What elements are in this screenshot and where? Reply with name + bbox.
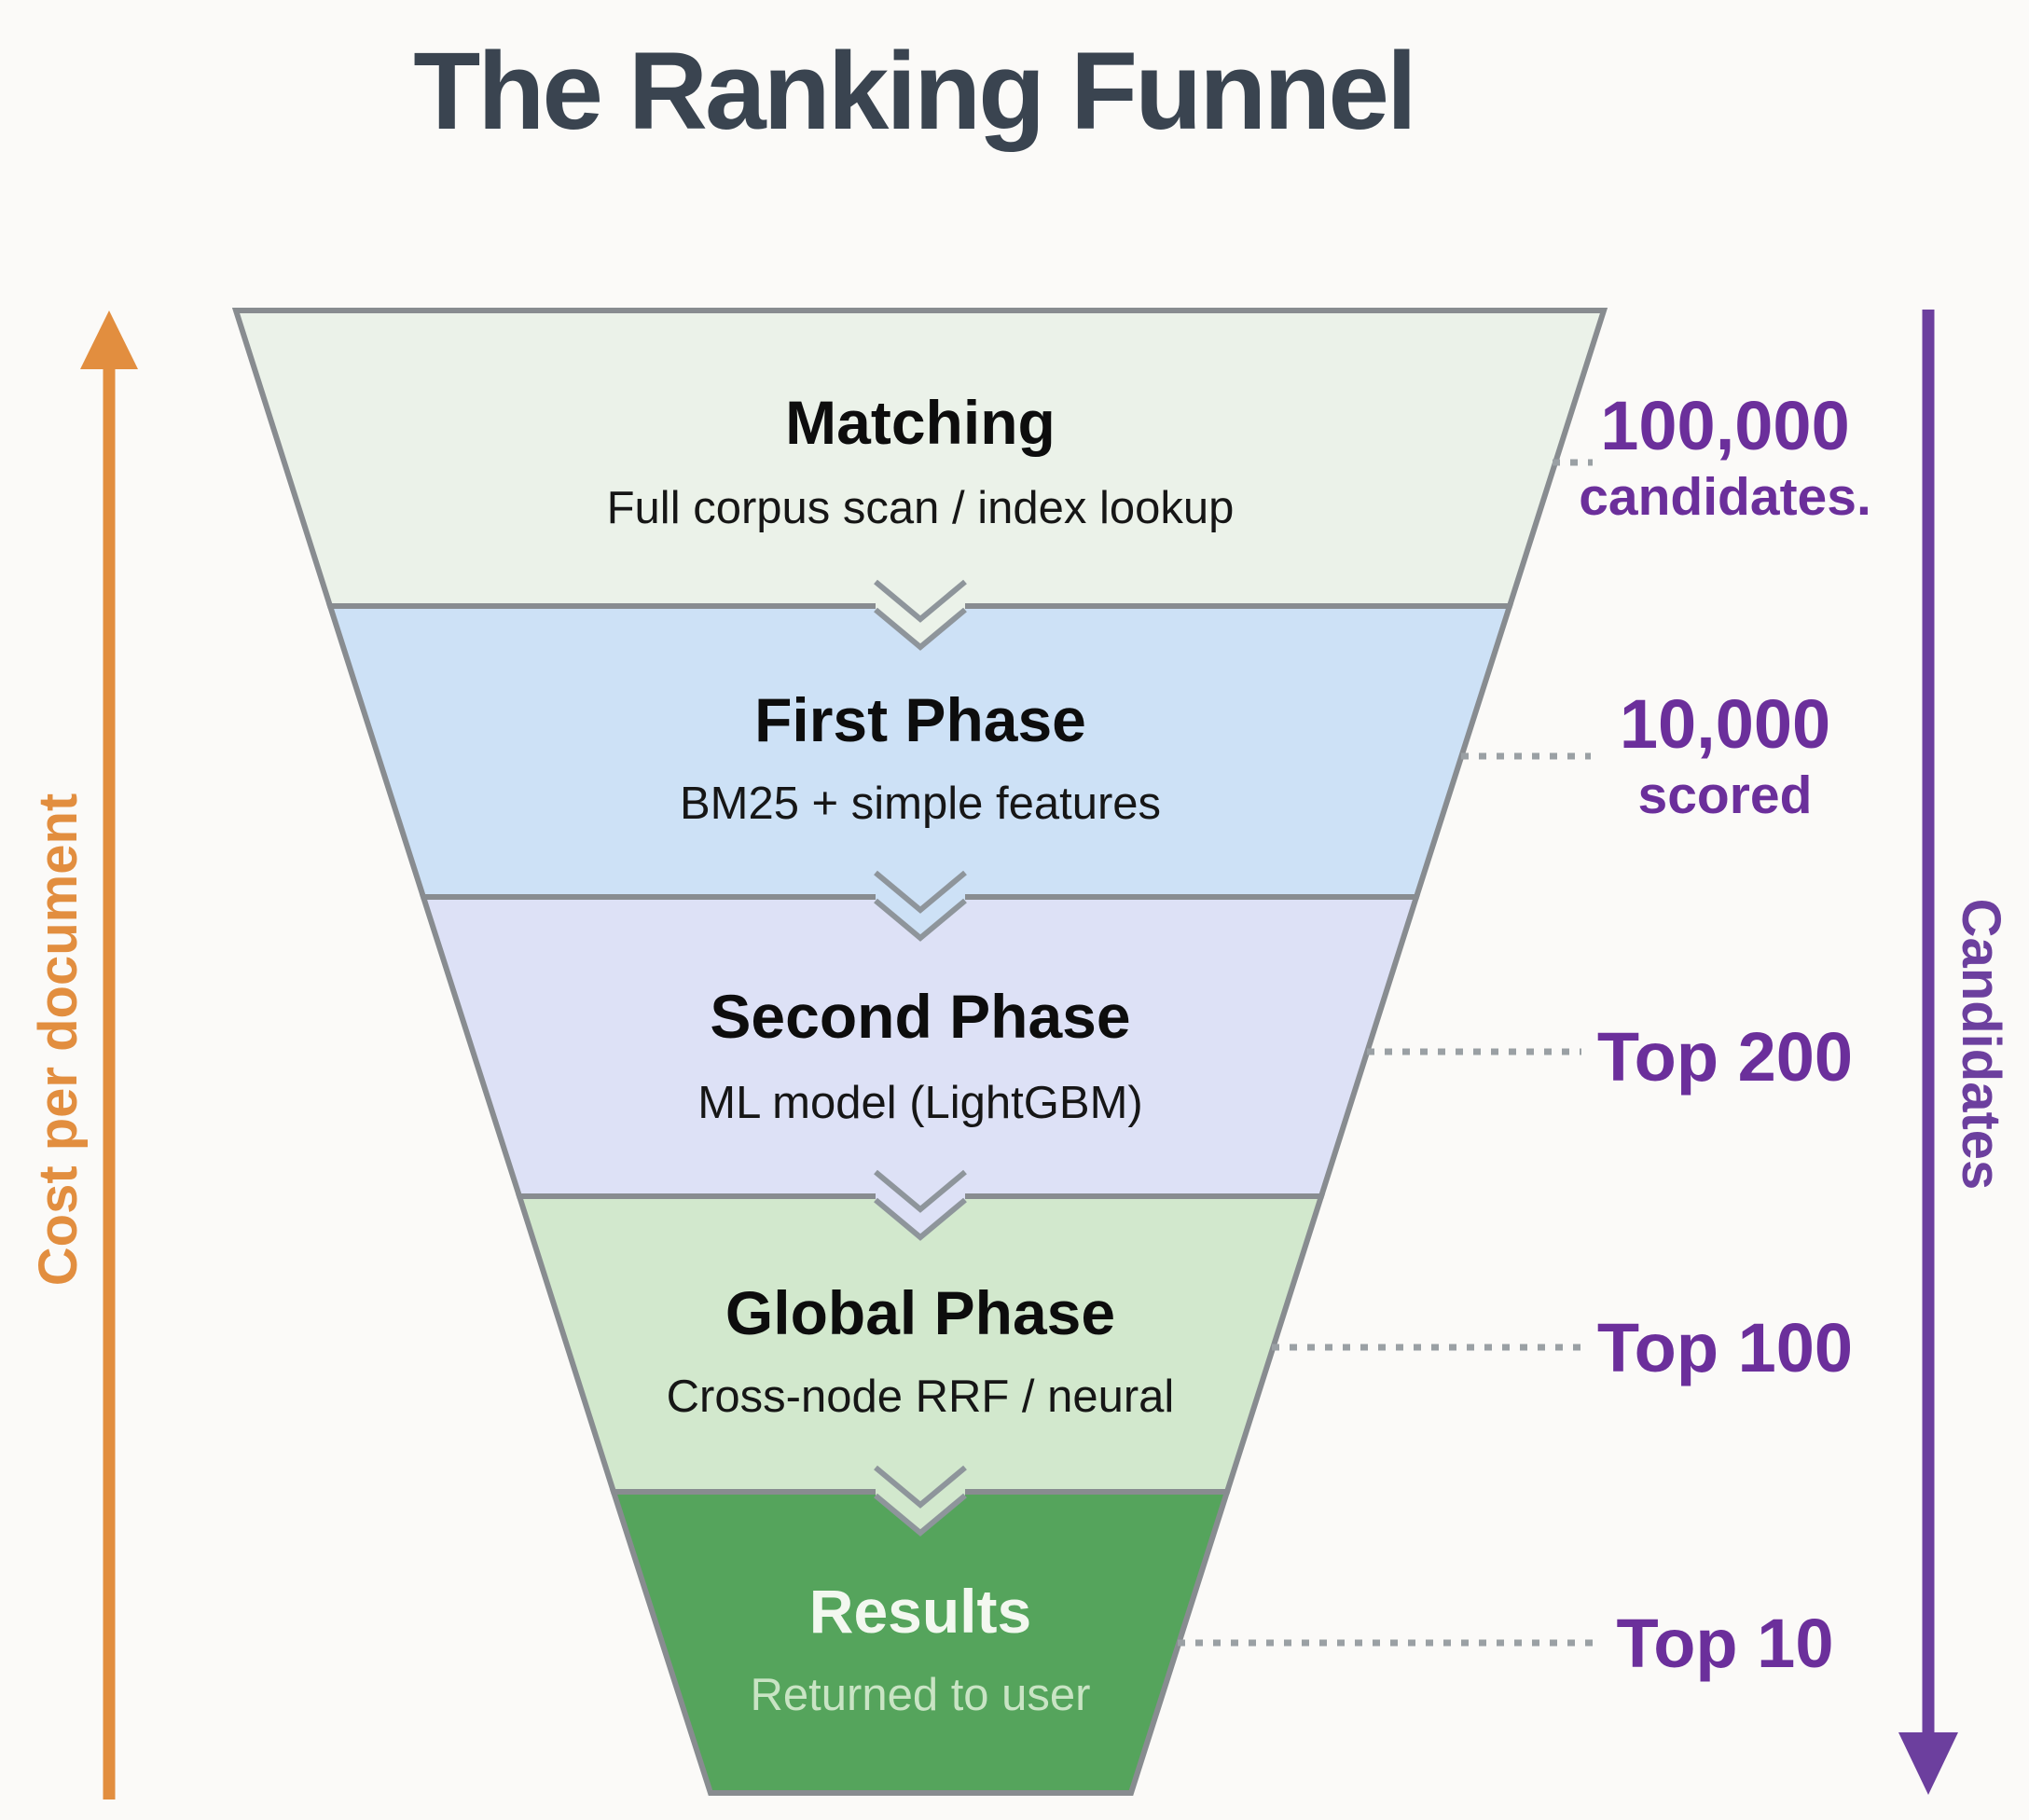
page-title: The Ranking Funnel bbox=[413, 30, 1417, 153]
count-value: Top 100 bbox=[1596, 1309, 1854, 1386]
stage-matching-title: Matching bbox=[785, 388, 1056, 457]
stage-first-phase-subtitle: BM25 + simple features bbox=[679, 779, 1162, 829]
cost-axis-up-arrow bbox=[80, 310, 138, 1799]
count-unit: candidates. bbox=[1579, 467, 1871, 527]
count-label-global-phase: Top 100 bbox=[1557, 1307, 1893, 1389]
count-label-second-phase: Top 200 bbox=[1557, 1016, 1893, 1098]
chevron-down-icon bbox=[874, 1169, 967, 1241]
candidates-axis-down-arrow bbox=[1898, 310, 1958, 1795]
count-value: 100,000 bbox=[1600, 387, 1850, 464]
count-label-results: Top 10 bbox=[1557, 1603, 1893, 1685]
cost-axis-label: Cost per document bbox=[28, 793, 89, 1287]
stage-results-subtitle: Returned to user bbox=[750, 1670, 1091, 1720]
stage-matching-subtitle: Full corpus scan / index lookup bbox=[606, 483, 1235, 533]
count-value: Top 10 bbox=[1616, 1605, 1834, 1682]
count-value: Top 200 bbox=[1596, 1018, 1854, 1096]
stage-results-title: Results bbox=[808, 1577, 1032, 1646]
count-value: 10,000 bbox=[1619, 685, 1831, 763]
count-label-first-phase: 10,000 scored bbox=[1557, 683, 1893, 825]
stage-first-phase-title: First Phase bbox=[754, 685, 1086, 754]
count-label-matching: 100,000 candidates. bbox=[1557, 385, 1893, 527]
chevron-down-icon bbox=[874, 870, 967, 942]
stage-second-phase-title: Second Phase bbox=[710, 982, 1131, 1051]
chevron-down-icon bbox=[874, 1465, 967, 1537]
stage-second-phase-subtitle: ML model (LightGBM) bbox=[697, 1078, 1143, 1128]
stage-global-phase-title: Global Phase bbox=[725, 1278, 1116, 1347]
candidates-axis-label: Candidates bbox=[1951, 898, 2011, 1191]
stage-global-phase-subtitle: Cross-node RRF / neural bbox=[666, 1372, 1175, 1422]
funnel-stage-results-shape bbox=[609, 1489, 1232, 1796]
chevron-down-icon bbox=[874, 579, 967, 651]
count-unit: scored bbox=[1637, 765, 1813, 825]
